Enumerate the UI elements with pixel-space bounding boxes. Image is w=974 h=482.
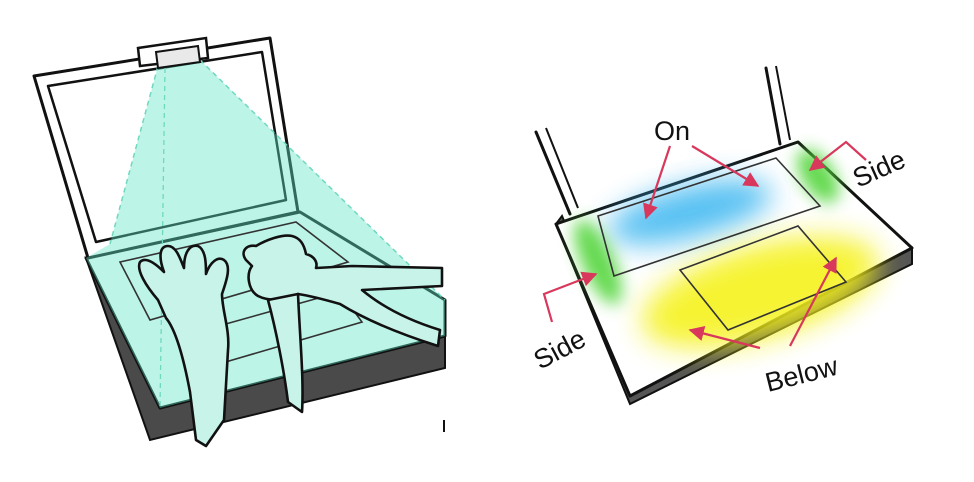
projection-ray-left xyxy=(109,65,159,245)
right-lid-edge-left-inner xyxy=(545,127,579,209)
arrow-on-to-keyboard-left xyxy=(643,145,672,220)
mirror-camera-clip xyxy=(136,36,210,70)
right-keyboard-area xyxy=(597,157,822,278)
projection-ray-right xyxy=(199,59,446,301)
right-laptop-illustration xyxy=(534,65,914,406)
right-lid-edge-right xyxy=(764,66,782,146)
projection-ray-center xyxy=(159,67,166,409)
label-side-left: Side xyxy=(529,323,591,375)
arrow-below-to-right xyxy=(789,256,837,347)
label-on: On xyxy=(654,116,690,146)
zone-below-glow xyxy=(642,236,878,348)
right-lid-edge-right-inner xyxy=(775,65,791,141)
right-lid-edge-left xyxy=(534,130,572,216)
zone-side-right-glow xyxy=(797,149,839,203)
left-hand xyxy=(137,244,230,448)
right-hand xyxy=(242,234,444,414)
zone-on-glow xyxy=(608,179,772,245)
arrow-side-right xyxy=(808,140,867,171)
right-touchpad xyxy=(678,225,848,331)
pointer-arrows xyxy=(542,140,867,350)
zone-side-left-glow xyxy=(574,219,622,305)
arrow-side-left xyxy=(542,271,598,323)
left-keyboard-area xyxy=(118,221,350,321)
left-laptop-illustration xyxy=(32,36,447,448)
arrow-on-to-keyboard-right xyxy=(691,145,760,187)
label-below: Below xyxy=(762,351,841,398)
arrow-below-to-left xyxy=(688,325,761,350)
